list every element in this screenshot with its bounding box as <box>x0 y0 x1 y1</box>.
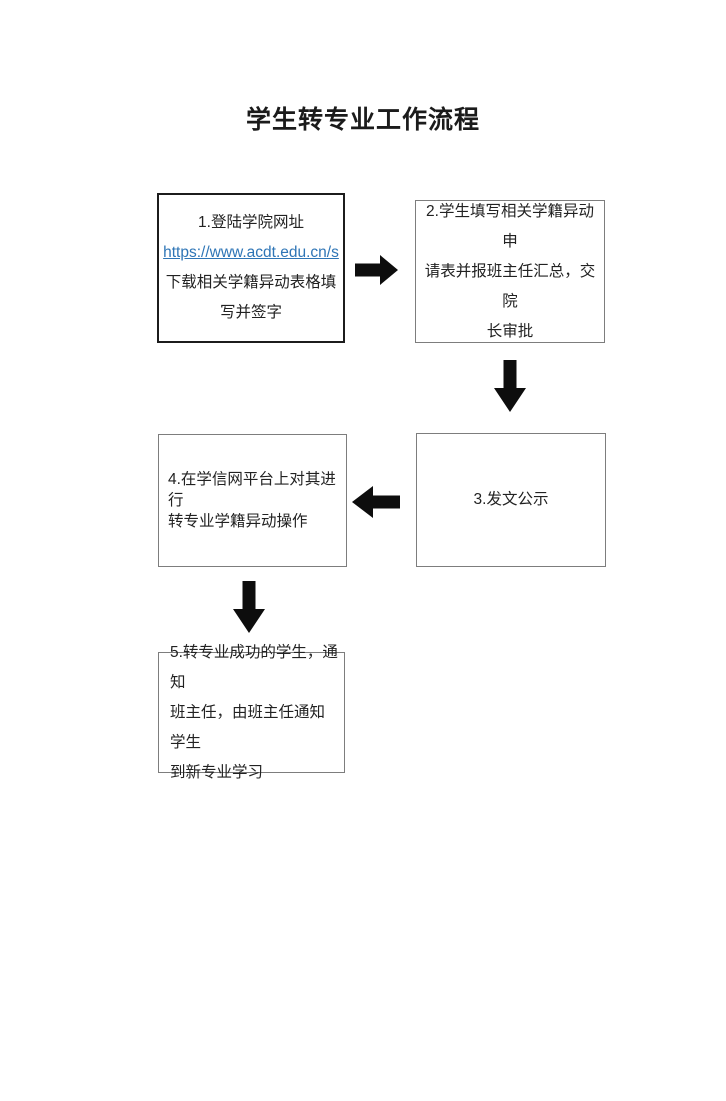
arrow-left-icon <box>352 486 400 518</box>
flow-step-1: 1.登陆学院网址 https://www.acdt.edu.cn/s 下载相关学… <box>157 193 345 343</box>
college-website-link[interactable]: https://www.acdt.edu.cn/s <box>163 244 339 261</box>
flow-step-4: 4.在学信网平台上对其进行 转专业学籍异动操作 <box>158 434 347 567</box>
step1-line: 写并签字 <box>219 304 282 321</box>
step2-line: 长审批 <box>486 322 534 340</box>
arrow-down-icon <box>494 360 526 412</box>
step3-line: 3.发文公示 <box>473 491 549 508</box>
page-title: 学生转专业工作流程 <box>245 106 480 134</box>
flow-step-5: 5.转专业成功的学生，通知 班主任，由班主任通知学生 到新专业学习 <box>158 644 345 781</box>
step4-line: 转专业学籍异动操作 <box>168 513 308 530</box>
flow-step-3: 3.发文公示 <box>416 433 606 567</box>
step2-line: 2.学生填写相关学籍异动申 <box>426 202 594 250</box>
arrow-down-icon <box>233 581 265 633</box>
flow-step-2: 2.学生填写相关学籍异动申 请表并报班主任汇总，交院 长审批 <box>415 200 605 343</box>
step5-line: 5.转专业成功的学生，通知 <box>170 643 338 691</box>
step1-line: 下载相关学籍异动表格填 <box>165 274 337 291</box>
arrow-right-icon <box>355 255 398 285</box>
step4-line: 4.在学信网平台上对其进行 <box>168 471 336 509</box>
step1-line: 1.登陆学院网址 <box>198 214 304 231</box>
step2-line: 请表并报班主任汇总，交院 <box>424 262 596 310</box>
step5-line: 到新专业学习 <box>170 763 264 781</box>
step5-line: 班主任，由班主任通知学生 <box>170 703 326 751</box>
